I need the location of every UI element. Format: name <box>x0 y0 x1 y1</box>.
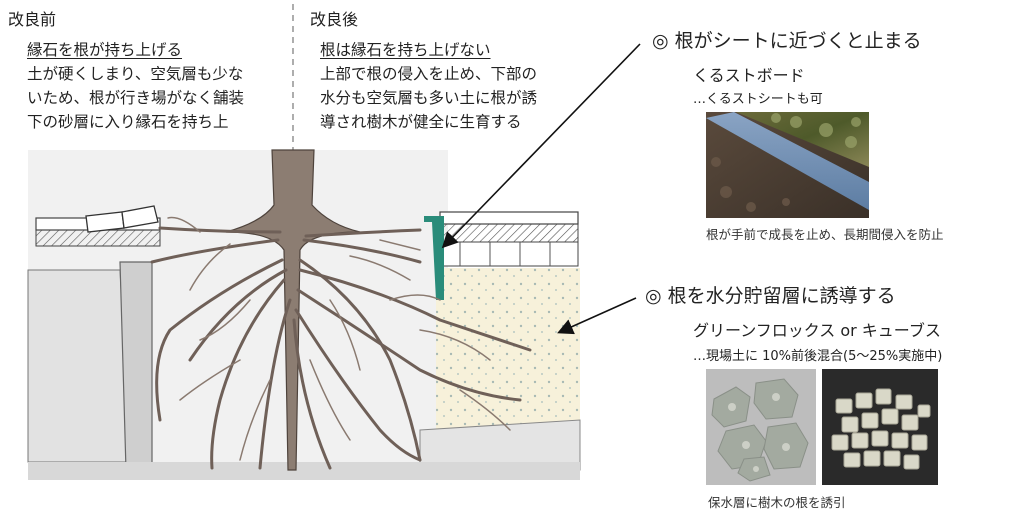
after-line: 水分も空気層も多い土に根が誘 <box>320 89 538 107</box>
point2-product: グリーンフロックス or キューブス <box>693 321 941 340</box>
before-heading: 改良前 <box>8 10 57 29</box>
root-barrier-board <box>424 216 444 300</box>
pavement-right <box>439 211 579 225</box>
roots <box>150 226 532 470</box>
after-line: 上部で根の侵入を止め、下部の <box>320 65 538 83</box>
point2-title: ◎ 根を水分貯留層に誘導する <box>645 285 896 307</box>
point1-caption: 根が手前で成長を止め、長期間侵入を防止 <box>706 227 944 242</box>
before-line: 下の砂層に入り縁石を持ち上 <box>27 113 229 131</box>
after-description: 上部で根の侵入を止め、下部の 水分も空気層も多い土に根が誘 導され樹木が健全に生… <box>320 62 590 134</box>
point2-note: …現場土に 10%前後混合(5～25%実施中) <box>693 349 943 364</box>
point1-product: くるストボード <box>693 66 805 85</box>
greenflox-photo <box>706 369 816 485</box>
after-heading: 改良後 <box>310 10 359 29</box>
cubes-photo <box>822 369 938 485</box>
lifted-curb <box>85 211 125 233</box>
tree-trunk <box>225 149 361 471</box>
arrow-to-soil <box>557 297 637 335</box>
before-subheading: 縁石を根が持ち上げる <box>27 41 183 59</box>
before-line: 土が硬くしまり、空気層も少な <box>27 65 244 83</box>
before-line: いため、根が行き場がなく舗装 <box>27 89 245 107</box>
arrow-to-board <box>441 43 641 249</box>
after-line: 導され樹木が健全に生育する <box>320 113 522 131</box>
after-subheading: 根は縁石を持ち上げない <box>320 41 491 59</box>
point1-note: …くるストシートも可 <box>693 92 823 107</box>
before-description: 土が硬くしまり、空気層も少な いため、根が行き場がなく舗装 下の砂層に入り縁石を… <box>27 62 297 134</box>
point2-caption: 保水層に樹木の根を誘引 <box>708 495 846 510</box>
point1-title: ◎ 根がシートに近づくと止まる <box>652 30 922 52</box>
board-photo <box>706 112 869 218</box>
